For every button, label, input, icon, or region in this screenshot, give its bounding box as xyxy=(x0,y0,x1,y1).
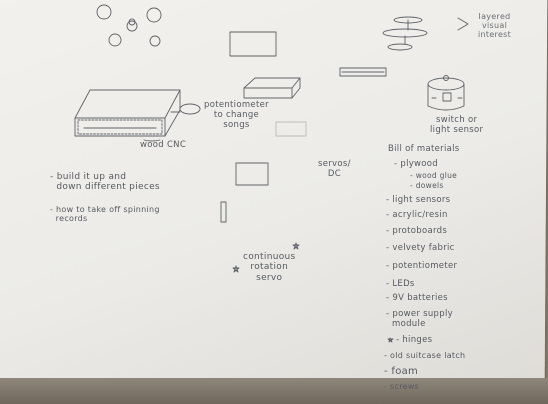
circles-sketch xyxy=(96,4,162,47)
star-sketch xyxy=(292,242,300,250)
layered-platters-sketch xyxy=(382,16,469,51)
bom-item: - plywood xyxy=(394,159,439,169)
bracket-sketch xyxy=(220,201,227,223)
bom-item: - LEDs xyxy=(386,279,415,289)
bom-item: - 9V batteries xyxy=(386,293,448,303)
bom-item: - protoboards xyxy=(386,226,448,236)
servos-dc-label: servos/ DC xyxy=(318,159,351,179)
note-build-up: - build it up and down different pieces xyxy=(50,172,160,193)
note-spinning-records: - how to take off spinning records xyxy=(50,205,160,224)
bom-item: - power supply module xyxy=(386,309,453,329)
faint-box-sketch xyxy=(275,121,307,137)
star-sketch xyxy=(387,337,394,343)
box-turntable-sketch xyxy=(74,89,201,142)
bom-title: Bill of materials xyxy=(388,144,460,154)
switch-label: switch or light sensor xyxy=(430,115,484,135)
bom-item: - foam xyxy=(384,366,419,377)
small-box-sketch xyxy=(243,77,301,99)
bom-item: - light sensors xyxy=(386,195,451,205)
switch-sensor-sketch xyxy=(427,75,465,111)
potentiometer-label: potentiometer to change songs xyxy=(204,100,269,130)
strip-sketch xyxy=(339,67,387,77)
bom-item: - screws xyxy=(384,382,420,391)
bom-item: - acrylic/resin xyxy=(386,210,448,220)
wood-cnc-label: wood CNC xyxy=(140,140,187,150)
star-sketch xyxy=(232,265,240,273)
layered-visual-label: layered visual interest xyxy=(478,12,512,40)
bom-item: - potentiometer xyxy=(386,261,458,271)
bom-item: - old suitcase latch xyxy=(384,351,466,360)
square-sketch xyxy=(235,162,269,186)
bom-item: - dowels xyxy=(410,181,444,190)
table-surface xyxy=(0,378,548,404)
bom-item: - wood glue xyxy=(410,171,458,180)
bom-item: - hinges xyxy=(396,335,433,345)
bom-item: - velvety fabric xyxy=(386,243,455,253)
rectangle-sketch xyxy=(229,31,277,57)
continuous-servo-label: continuous rotation servo xyxy=(243,252,296,283)
